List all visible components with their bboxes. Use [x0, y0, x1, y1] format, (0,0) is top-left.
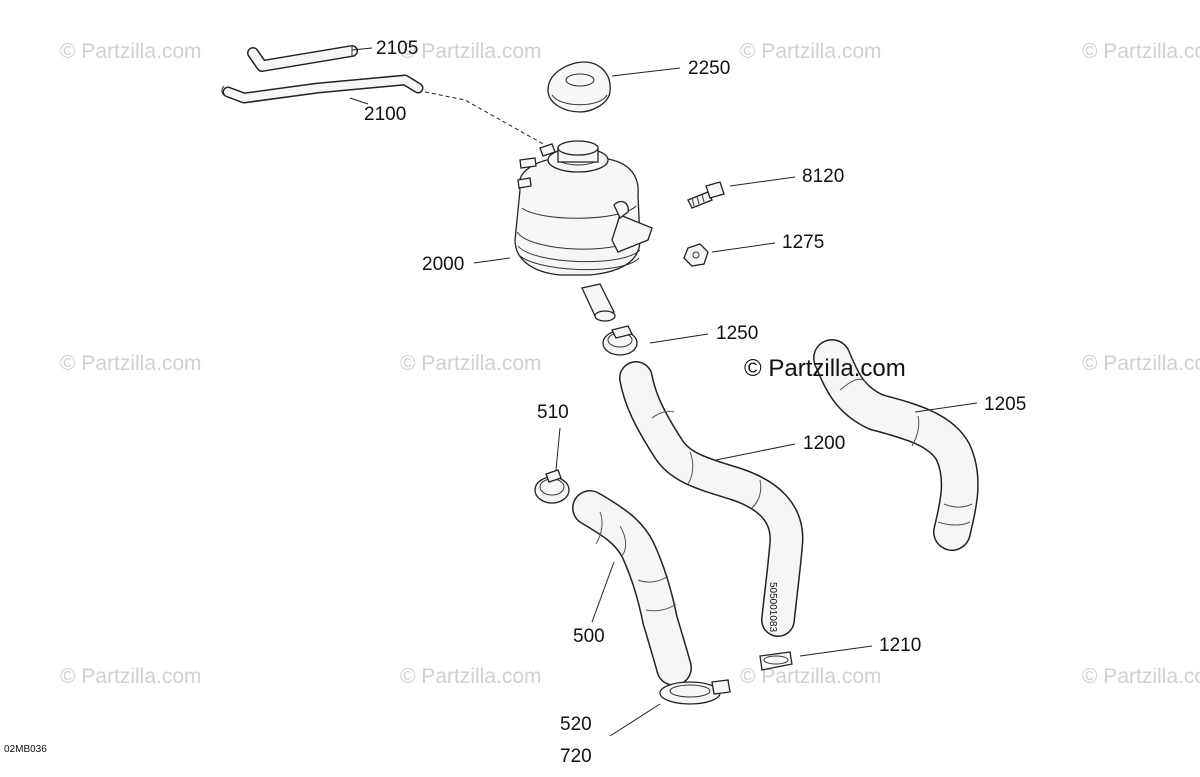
part-520-clamp	[659, 679, 731, 705]
watermark: © Partzilla.com	[60, 352, 202, 375]
callout-1200: 1200	[803, 433, 845, 454]
callout-1210: 1210	[879, 635, 921, 656]
callout-1250: 1250	[716, 323, 758, 344]
drawing-code: 02MB036	[4, 744, 47, 755]
leader-lines	[349, 47, 978, 737]
assembly-line	[424, 91, 546, 146]
part-1200-hose: 505001083	[619, 361, 804, 637]
watermark-grid: © Partzilla.com © Partzilla.com © Partzi…	[60, 40, 1200, 688]
watermark: © Partzilla.com	[740, 665, 882, 688]
part-510-clamp	[534, 469, 570, 504]
part-2105-hose	[247, 45, 358, 72]
callout-720: 720	[560, 746, 592, 767]
watermark: © Partzilla.com	[1082, 40, 1200, 63]
watermark: © Partzilla.com	[1082, 665, 1200, 688]
callout-2105: 2105	[376, 38, 418, 59]
watermark: © Partzilla.com	[400, 352, 542, 375]
callout-520: 520	[560, 714, 592, 735]
callout-1205: 1205	[984, 394, 1026, 415]
callout-2100: 2100	[364, 104, 406, 125]
watermark: © Partzilla.com	[400, 665, 542, 688]
part-500-hose	[572, 490, 692, 686]
watermark: © Partzilla.com	[400, 40, 542, 63]
main-watermark: © Partzilla.com	[744, 355, 906, 382]
watermark: © Partzilla.com	[60, 665, 202, 688]
callout-2250: 2250	[688, 58, 730, 79]
part-1205-hose	[813, 339, 979, 551]
part-1275-nut	[683, 243, 709, 267]
watermark: © Partzilla.com	[1082, 352, 1200, 375]
callouts: 2105 2250 2100 8120 1275 2000 1250 1205 …	[364, 38, 1026, 767]
part-1250-clamp	[602, 325, 638, 356]
watermark: © Partzilla.com	[60, 40, 202, 63]
part-2250-cap	[547, 61, 611, 113]
callout-510: 510	[537, 402, 569, 423]
part-2000-reservoir	[514, 140, 653, 322]
callout-1275: 1275	[782, 232, 824, 253]
part-1210-clamp	[759, 651, 793, 671]
callout-500: 500	[573, 626, 605, 647]
part-8120-screw	[687, 181, 725, 209]
callout-8120: 8120	[802, 166, 844, 187]
hose-marking: 505001083	[767, 582, 778, 632]
callout-2000: 2000	[422, 254, 464, 275]
part-2100-hose	[221, 74, 424, 104]
watermark: © Partzilla.com	[740, 40, 882, 63]
